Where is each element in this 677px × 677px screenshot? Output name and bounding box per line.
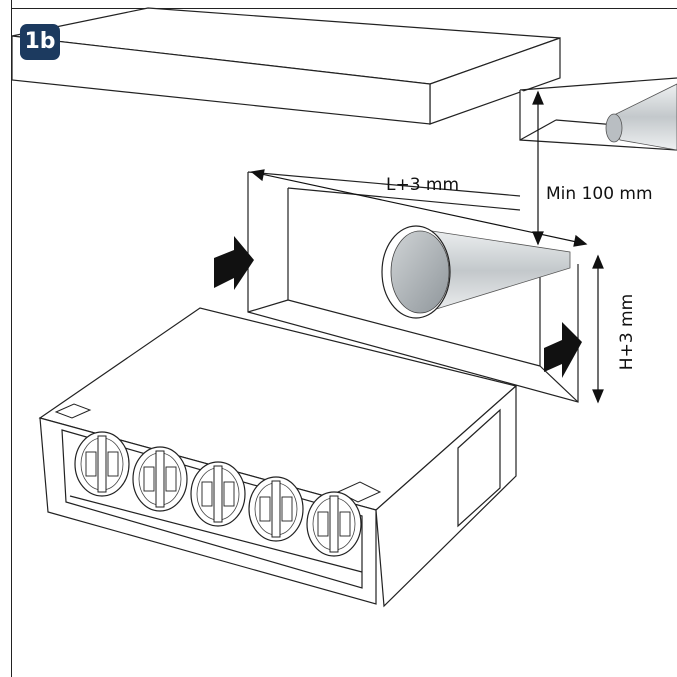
top-frame-line: [11, 8, 677, 9]
figure-badge: 1b: [20, 24, 60, 60]
spigot: [306, 491, 362, 557]
spigot: [190, 461, 246, 527]
height-dimension: [592, 254, 604, 404]
upper-duct: [605, 83, 677, 151]
clearance-label: Min 100 mm: [546, 184, 653, 204]
ceiling-slab: [11, 7, 561, 125]
wall-opening: [247, 171, 579, 403]
length-dimension: [250, 169, 588, 247]
unit-spigots: [74, 431, 362, 557]
insert-arrow-left: [214, 236, 254, 290]
spigot: [132, 446, 188, 512]
round-duct: [381, 225, 571, 319]
left-frame-line: [11, 0, 12, 677]
length-label: L+3 mm: [386, 175, 459, 195]
unit-bracket-left: [54, 403, 92, 419]
clearance-dimension: [532, 90, 544, 246]
spigot: [74, 431, 130, 497]
height-label: H+3 mm: [617, 294, 637, 370]
spigot: [248, 476, 304, 542]
insert-arrow-right: [544, 322, 582, 378]
